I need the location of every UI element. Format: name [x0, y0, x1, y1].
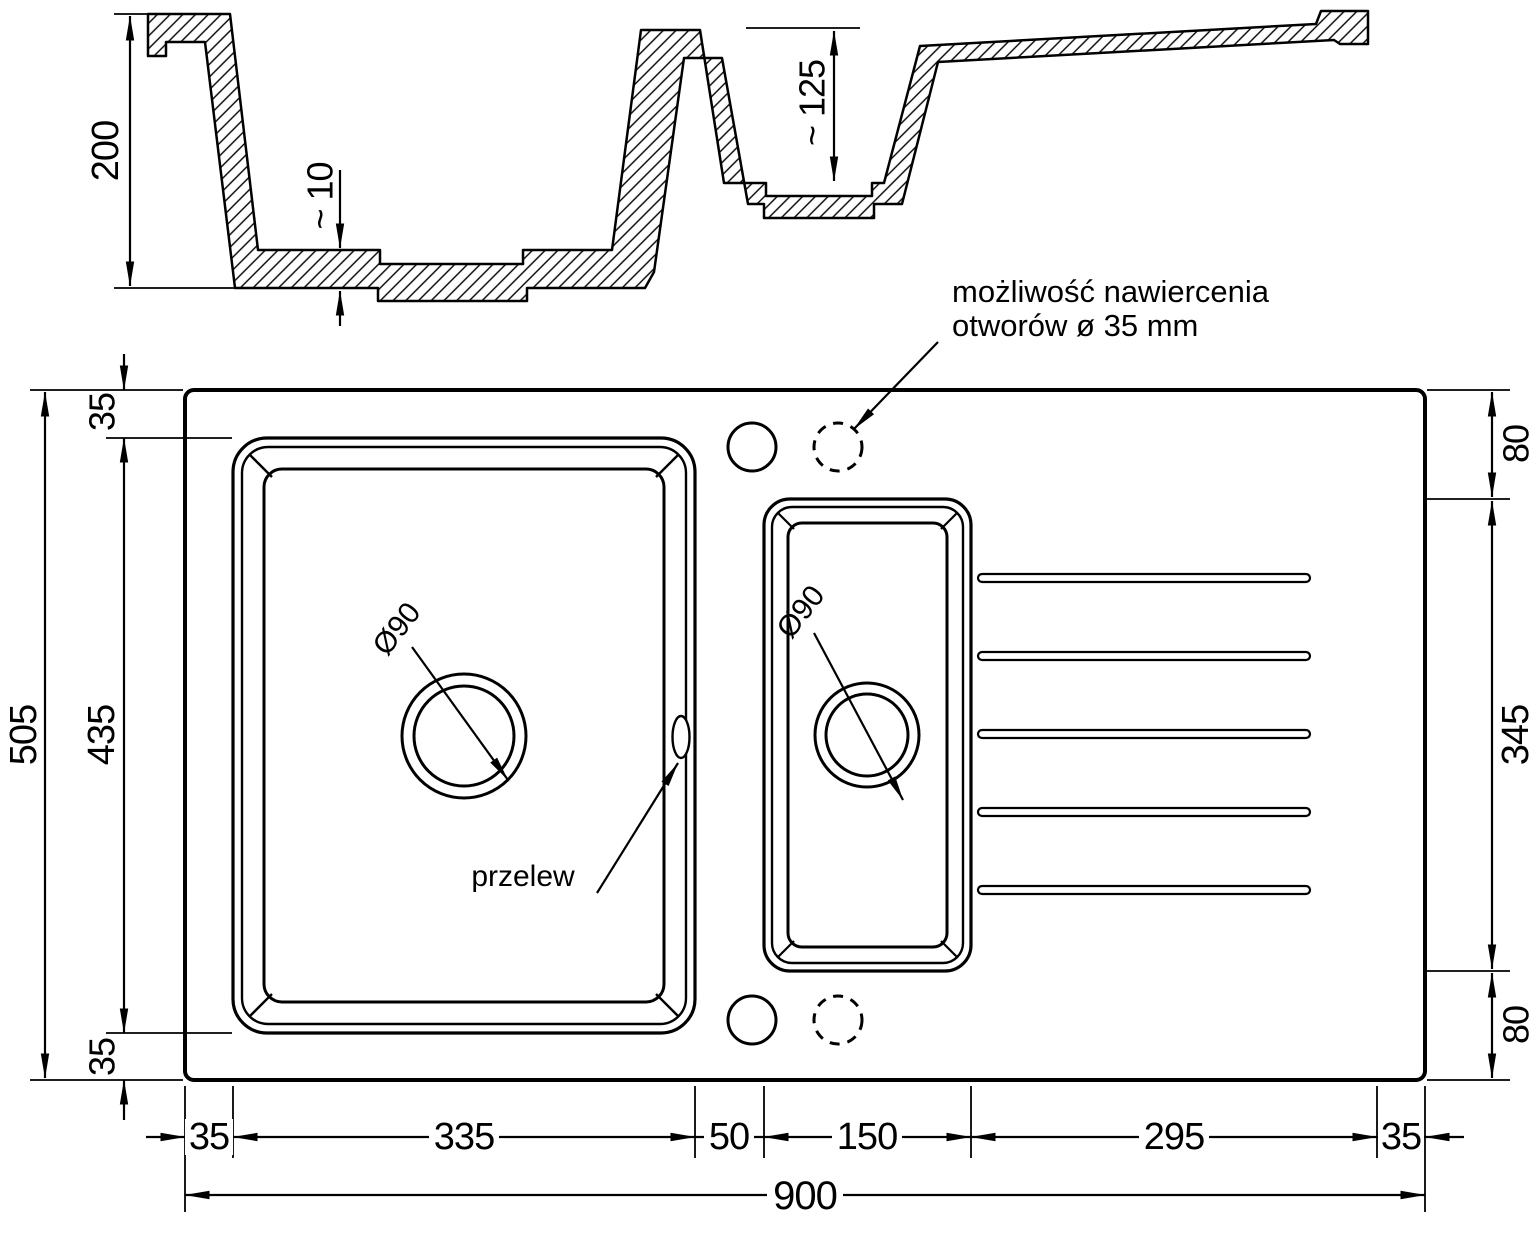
main-drain-outer	[400, 672, 528, 800]
dim-label: ~ 10	[300, 162, 341, 229]
main-bowl-floor-edge	[262, 467, 666, 1004]
cross-section-view: 200 ~ 10 ~ 125	[85, 9, 1370, 326]
dim-label: 435	[81, 705, 123, 765]
small-bowl-outer-edge	[762, 497, 973, 973]
corner-chamfer	[940, 940, 958, 958]
drainer-area	[976, 572, 1312, 896]
label-mask	[832, 1119, 902, 1155]
tap-hole-drilled	[726, 421, 778, 473]
corner-chamfer	[777, 940, 795, 958]
dim-bottom-chain: 35 335 50 150 295 35	[146, 1086, 1464, 1212]
dim-section-depth-200: 200	[85, 13, 240, 289]
dim-label: 80	[1496, 425, 1534, 463]
main-drain-inner	[412, 684, 516, 788]
corner-chamfer	[940, 512, 958, 530]
sink-outline	[183, 388, 1427, 1082]
tap-hole-optional-dashed	[812, 421, 864, 473]
leader-line	[813, 632, 904, 801]
leader-line	[596, 762, 679, 894]
main-bowl	[231, 436, 697, 1035]
dim-section-small-bowl-depth: ~ 125	[746, 27, 860, 182]
leader-line	[853, 341, 939, 430]
dim-width-total-900: 900	[184, 1174, 1426, 1218]
dim-label: 345	[1495, 705, 1534, 765]
drainer-groove	[976, 650, 1312, 662]
plan-dimensions: 505 35 435 35 80 345 80	[3, 354, 1534, 1218]
drainer-groove	[976, 728, 1312, 740]
label-mask	[1139, 1119, 1209, 1155]
dim-right-chain: 80 345 80	[1427, 389, 1534, 1081]
corner-chamfer	[249, 993, 273, 1017]
dim-label: 50	[709, 1116, 749, 1158]
tap-hole-optional-dashed	[812, 994, 864, 1046]
dim-label: 200	[85, 121, 127, 181]
drainer-groove	[976, 884, 1312, 896]
dim-label: 35	[82, 1038, 123, 1076]
corner-chamfer	[655, 993, 679, 1017]
drill-note-line2: otworów ø 35 mm	[952, 308, 1198, 343]
drainer-groove	[976, 572, 1312, 584]
small-bowl-floor-edge	[786, 521, 949, 949]
small-bowl-rim-edge	[770, 505, 965, 965]
dim-label: ~ 125	[792, 60, 833, 146]
overflow-slot	[671, 714, 691, 760]
corner-chamfer	[655, 454, 679, 478]
corner-chamfer	[777, 512, 795, 530]
label-mask	[185, 1119, 233, 1155]
label-mask	[1378, 1119, 1424, 1155]
dim-label: 80	[1496, 1006, 1534, 1044]
overflow-callout: przelew	[471, 762, 679, 894]
label-mask	[704, 1119, 754, 1155]
small-bowl	[762, 497, 973, 973]
dim-label: 35	[82, 393, 123, 431]
tap-holes	[726, 421, 864, 1046]
label-mask	[767, 1175, 843, 1215]
corner-chamfer	[249, 454, 273, 478]
dim-label: 335	[434, 1116, 494, 1158]
dim-height-total-505: 505	[3, 389, 183, 1081]
dim-label: 295	[1144, 1116, 1204, 1158]
label-mask	[429, 1119, 499, 1155]
drill-note: możliwość nawiercenia otworów ø 35 mm	[853, 274, 1270, 430]
section-material-profile	[146, 9, 1370, 303]
drainer-groove	[976, 806, 1312, 818]
drill-note-line1: możliwość nawiercenia	[952, 274, 1270, 309]
dim-label: 35	[1381, 1116, 1421, 1158]
dim-label: 505	[3, 705, 45, 765]
plan-view: możliwość nawiercenia otworów ø 35 mm pr…	[183, 274, 1427, 1082]
overflow-label: przelew	[471, 860, 575, 893]
main-bowl-outer-edge	[231, 436, 697, 1035]
small-drain-inner	[824, 692, 910, 778]
dim-label: 900	[773, 1174, 837, 1218]
leader-line	[411, 646, 509, 781]
dim-left-chain: 35 435 35	[81, 354, 232, 1120]
dim-section-bottom-thickness: ~ 10	[300, 162, 345, 326]
dim-label: 150	[837, 1116, 897, 1158]
small-drain-outer	[813, 681, 921, 789]
dim-label: 35	[189, 1116, 229, 1158]
tap-hole-drilled	[726, 994, 778, 1046]
